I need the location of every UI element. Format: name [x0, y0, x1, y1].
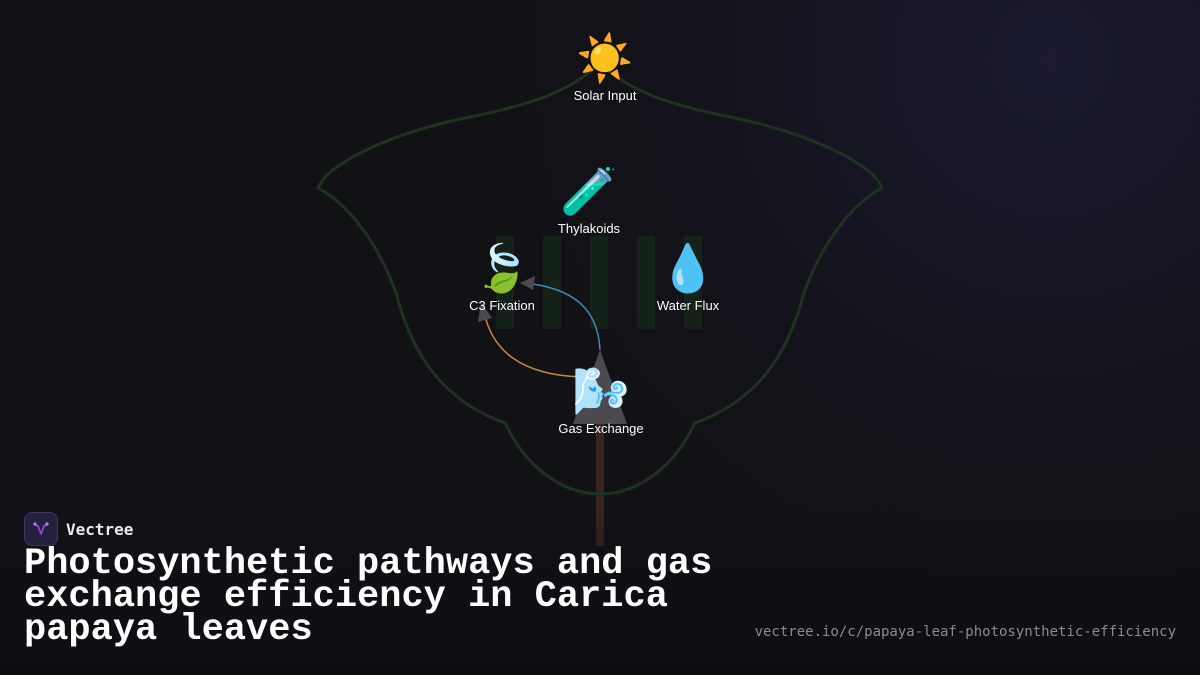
node-label: Solar Input — [573, 88, 637, 103]
vectree-logo-icon — [24, 512, 58, 546]
leaf-outline — [316, 59, 884, 496]
edge-gas-to-c3-orange — [483, 311, 583, 378]
node-label: Gas Exchange — [558, 421, 644, 436]
node-gas-exchange[interactable]: 🌬️ Gas Exchange — [531, 363, 671, 436]
vein-bar — [684, 236, 702, 329]
sun-icon: ☀️ — [576, 31, 634, 85]
edge-gas-to-c3-blue — [523, 282, 601, 351]
test-tube-icon: 🧪 — [560, 164, 618, 218]
vein-bar — [590, 236, 608, 329]
gas-exchange-marker — [573, 350, 627, 424]
node-solar-input[interactable]: ☀️ Solar Input — [535, 30, 675, 103]
droplet-icon: 💧 — [659, 241, 717, 295]
node-label: Water Flux — [656, 298, 720, 313]
edge-arrowhead — [478, 302, 492, 322]
node-label: Thylakoids — [557, 221, 621, 236]
leaf-icon: 🍃 — [473, 241, 531, 295]
source-url[interactable]: vectree.io/c/papaya-leaf-photosynthetic-… — [754, 624, 1176, 640]
node-thylakoids[interactable]: 🧪 Thylakoids — [519, 163, 659, 236]
edge-arrowhead — [520, 276, 535, 290]
brand-name: Vectree — [66, 519, 134, 539]
bottom-fade — [0, 500, 1200, 675]
vein-bar — [543, 236, 561, 329]
node-c3-fixation[interactable]: 🍃 C3 Fixation — [432, 240, 572, 313]
node-label: C3 Fixation — [469, 298, 535, 313]
wind-face-icon: 🌬️ — [572, 364, 630, 418]
brand[interactable]: Vectree — [24, 512, 133, 546]
leaf-stem — [596, 420, 604, 546]
page-title: Photosynthetic pathways and gas exchange… — [24, 543, 713, 651]
vein-bar — [496, 236, 514, 329]
node-water-flux[interactable]: 💧 Water Flux — [618, 240, 758, 313]
vein-bar — [637, 236, 655, 329]
